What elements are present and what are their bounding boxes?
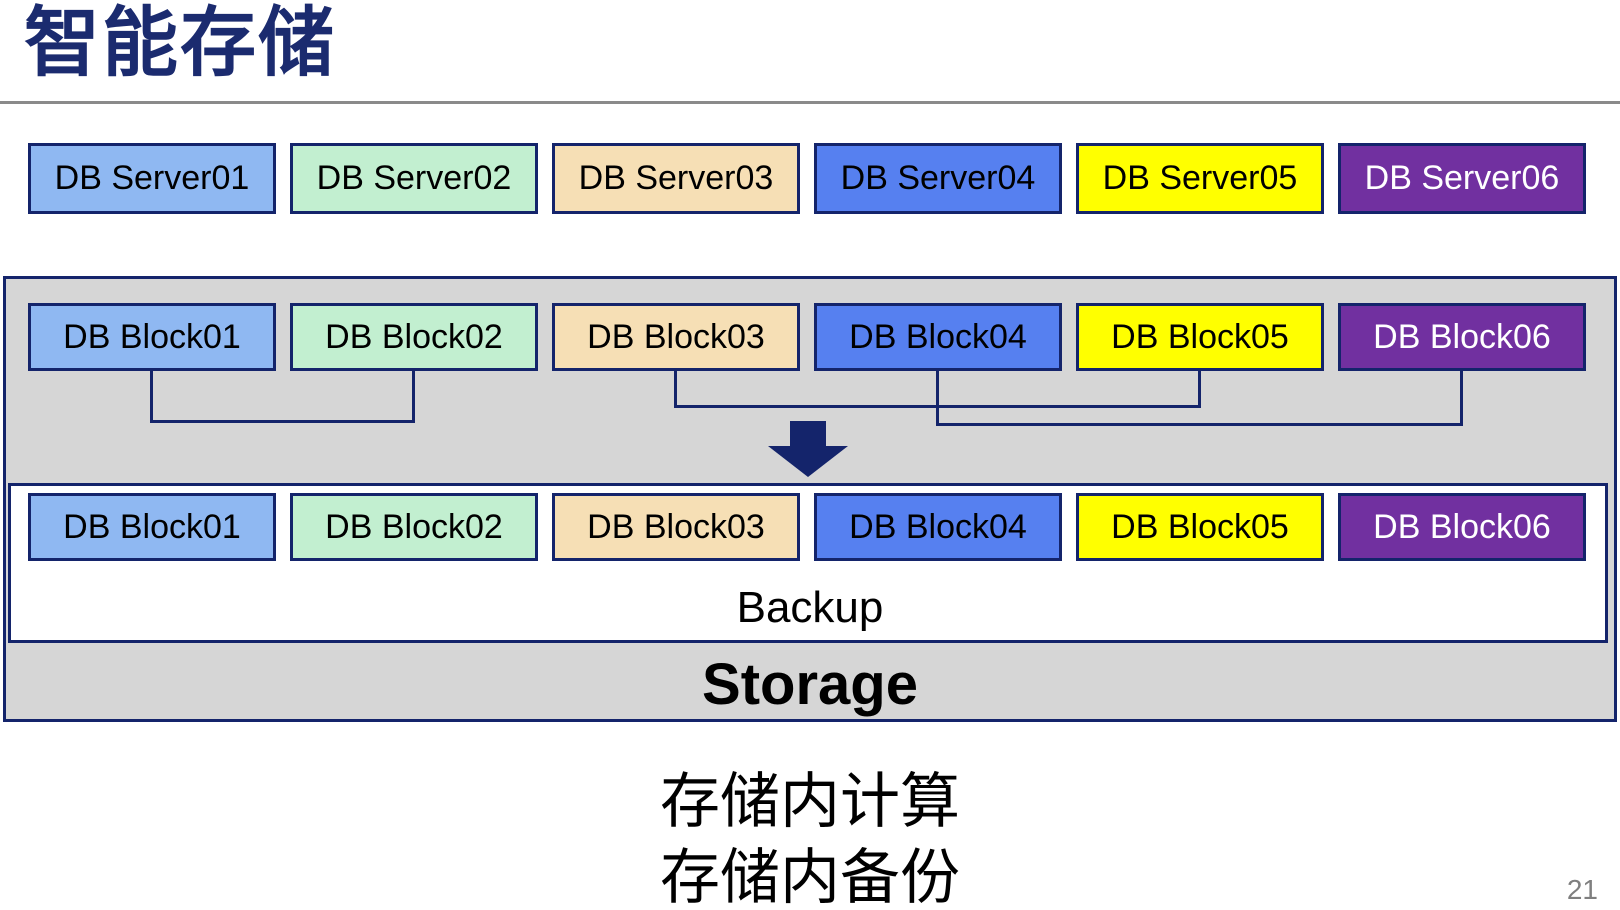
connector-line [1460, 371, 1463, 426]
down-arrow-icon [790, 421, 826, 447]
connector-line [936, 371, 939, 426]
db-server-box: DB Server03 [552, 143, 800, 214]
caption-line-compute: 存储内计算 [660, 768, 960, 835]
db-server-box: DB Server04 [814, 143, 1062, 214]
caption: 存储内计算 存储内备份 [0, 764, 1620, 910]
connector-line [936, 423, 1463, 426]
db-block-box: DB Block03 [552, 493, 800, 561]
db-server-box: DB Server02 [290, 143, 538, 214]
db-block-box: DB Block06 [1338, 303, 1586, 371]
db-server-box: DB Server01 [28, 143, 276, 214]
db-server-box: DB Server06 [1338, 143, 1586, 214]
connector-line [412, 371, 415, 422]
storage-label: Storage [702, 652, 918, 717]
page-title: 智能存储 [24, 1, 336, 86]
db-block-box: DB Block02 [290, 303, 538, 371]
down-arrow-icon [768, 446, 848, 477]
connector-line [150, 420, 415, 423]
db-block-box: DB Block04 [814, 303, 1062, 371]
backup-label: Backup [736, 583, 884, 632]
connector-line [1198, 371, 1201, 408]
title-divider [0, 101, 1620, 104]
connector-line [674, 371, 677, 408]
db-block-box: DB Block04 [814, 493, 1062, 561]
db-server-box: DB Server05 [1076, 143, 1324, 214]
db-block-box: DB Block01 [28, 303, 276, 371]
db-block-box: DB Block06 [1338, 493, 1586, 561]
db-block-box: DB Block03 [552, 303, 800, 371]
db-block-box: DB Block02 [290, 493, 538, 561]
page-number: 21 [1566, 874, 1598, 905]
db-block-box: DB Block05 [1076, 303, 1324, 371]
db-block-box: DB Block05 [1076, 493, 1324, 561]
caption-line-backup: 存储内备份 [660, 844, 960, 910]
db-block-box: DB Block01 [28, 493, 276, 561]
connector-line [150, 371, 153, 422]
